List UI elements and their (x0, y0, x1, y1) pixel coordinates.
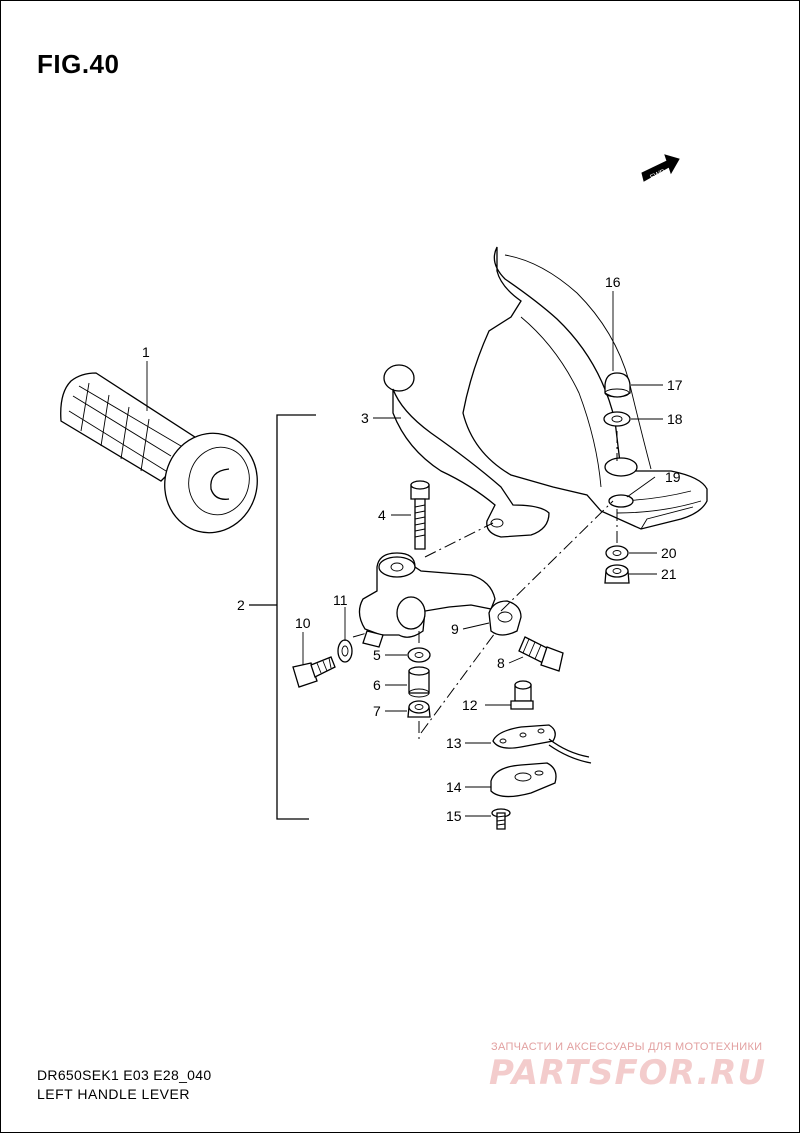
fwd-arrow-icon: FWD (641, 154, 680, 182)
diagram-caption: LEFT HANDLE LEVER (37, 1086, 190, 1102)
callout-7: 7 (373, 703, 381, 719)
part-1-grip (60, 372, 258, 534)
callout-12: 12 (462, 697, 478, 713)
leader-lines (146, 291, 663, 817)
callout-13: 13 (446, 735, 462, 751)
callout-17: 17 (667, 377, 683, 393)
bracket-line (276, 414, 316, 820)
part-15-screw (491, 808, 511, 830)
part-11-washer (337, 639, 353, 663)
callout-4: 4 (378, 507, 386, 523)
part-9-collar (488, 600, 522, 636)
callout-3: 3 (361, 410, 369, 426)
part-7-nut (407, 700, 431, 718)
part-4-bolt (410, 480, 430, 550)
part-16-hand-guard (462, 246, 708, 530)
callout-6: 6 (373, 677, 381, 693)
watermark-tagline: ЗАПЧАСТИ И АКСЕССУАРЫ ДЛЯ МОТОТЕХНИКИ (491, 1041, 763, 1053)
watermark-logo: PARTSFOR.RU (489, 1053, 767, 1093)
part-5-washer (407, 647, 431, 663)
part-12-plunger (510, 680, 534, 710)
part-13-switch (492, 724, 592, 764)
callout-5: 5 (373, 647, 381, 663)
part-10-bolt (292, 656, 336, 688)
callout-1: 1 (142, 344, 150, 360)
part-6-bushing (408, 666, 430, 698)
callout-15: 15 (446, 808, 462, 824)
part-18-washer (603, 411, 631, 427)
callout-16: 16 (605, 274, 621, 290)
part-14-switch-cover (490, 762, 557, 798)
callout-18: 18 (667, 411, 683, 427)
callout-20: 20 (661, 545, 677, 561)
callout-11: 11 (333, 592, 348, 608)
callout-9: 9 (451, 621, 459, 637)
callout-8: 8 (497, 655, 505, 671)
part-17-cap-nut (604, 372, 631, 398)
callout-19: 19 (665, 469, 681, 485)
part-21-nut (604, 564, 630, 584)
part-8-adjuster-bolt (518, 636, 564, 672)
callout-10: 10 (295, 615, 311, 631)
part-20-washer (605, 545, 629, 561)
figure-title: FIG.40 (37, 49, 120, 79)
part-3-lever (383, 364, 550, 538)
callout-14: 14 (446, 779, 462, 795)
callout-21: 21 (661, 566, 677, 582)
lever-holder (358, 552, 496, 648)
model-code: DR650SEK1 E03 E28_040 (37, 1067, 212, 1083)
callout-2: 2 (237, 597, 245, 613)
